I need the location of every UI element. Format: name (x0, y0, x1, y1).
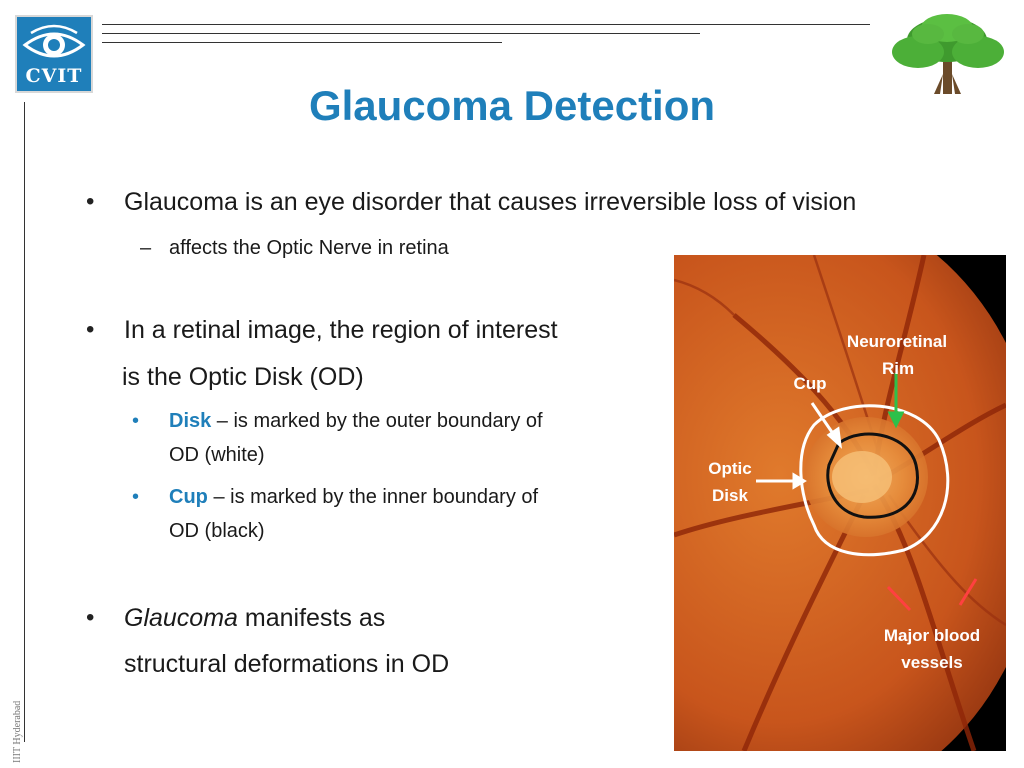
cup-rest: – is marked by the inner boundary of (207, 486, 539, 508)
bullet-2-line-1: In a retinal image, the region of intere… (124, 316, 558, 344)
sidebar-line (24, 102, 25, 742)
cvit-logo: CVIT (15, 15, 93, 93)
header-line-2 (102, 33, 700, 34)
header-line-3 (102, 42, 502, 43)
tree-logo-icon (892, 14, 1004, 94)
rim-label: Rim (882, 359, 914, 378)
bullet-2-line-2: is the Optic Disk (OD) (122, 363, 364, 391)
header-line-1 (102, 24, 870, 25)
bullet-dot: • (86, 604, 95, 631)
optic-label: Optic (708, 459, 751, 478)
disk-word: Disk (169, 410, 212, 432)
bullet-3-line-2: structural deformations in OD (124, 650, 450, 678)
cup-item-line-2: OD (black) (169, 520, 265, 542)
cup-boundary (826, 432, 919, 519)
logo-text: CVIT (25, 65, 83, 87)
bullet-dot: • (86, 188, 95, 215)
neuroretinal-label: Neuroretinal (847, 332, 947, 351)
page-title: Glaucoma Detection (308, 82, 716, 129)
vessels-label-2: vessels (901, 653, 962, 672)
bullet-dot: • (86, 316, 95, 343)
eye-icon (22, 24, 86, 58)
bullet-3-line-1: Glaucoma manifests as (124, 604, 385, 633)
cup-word: Cup (169, 486, 208, 508)
retinal-image: Neuroretinal Rim Cup Optic Disk Major bl… (674, 255, 1006, 751)
cup-item: Cup – is marked by the inner boundary of (169, 486, 538, 509)
vessels-label-1: Major blood (884, 626, 980, 645)
sidebar-label: IIIT Hyderabad (12, 700, 23, 763)
retina-figure: Neuroretinal Rim Cup Optic Disk Major bl… (674, 255, 1006, 751)
cup-label: Cup (793, 374, 826, 393)
sub-bullet-dot: • (132, 486, 140, 508)
sub-dash: – (140, 237, 152, 259)
disk-label: Disk (712, 486, 748, 505)
bullet-1: Glaucoma is an eye disorder that causes … (124, 188, 857, 216)
sidebar-text: IIIT Hyderabad (2, 688, 23, 768)
disk-boundary (799, 404, 950, 557)
sub-bullet-dot: • (132, 410, 140, 432)
bullet-1-sub: affects the Optic Nerve in retina (169, 237, 449, 259)
disk-item-line-2: OD (white) (169, 444, 265, 466)
disk-item: Disk – is marked by the outer boundary o… (169, 410, 543, 433)
bullet-3-rest: manifests as (237, 604, 386, 632)
disk-rest: – is marked by the outer boundary of (211, 410, 543, 432)
glaucoma-italic: Glaucoma (124, 604, 238, 632)
